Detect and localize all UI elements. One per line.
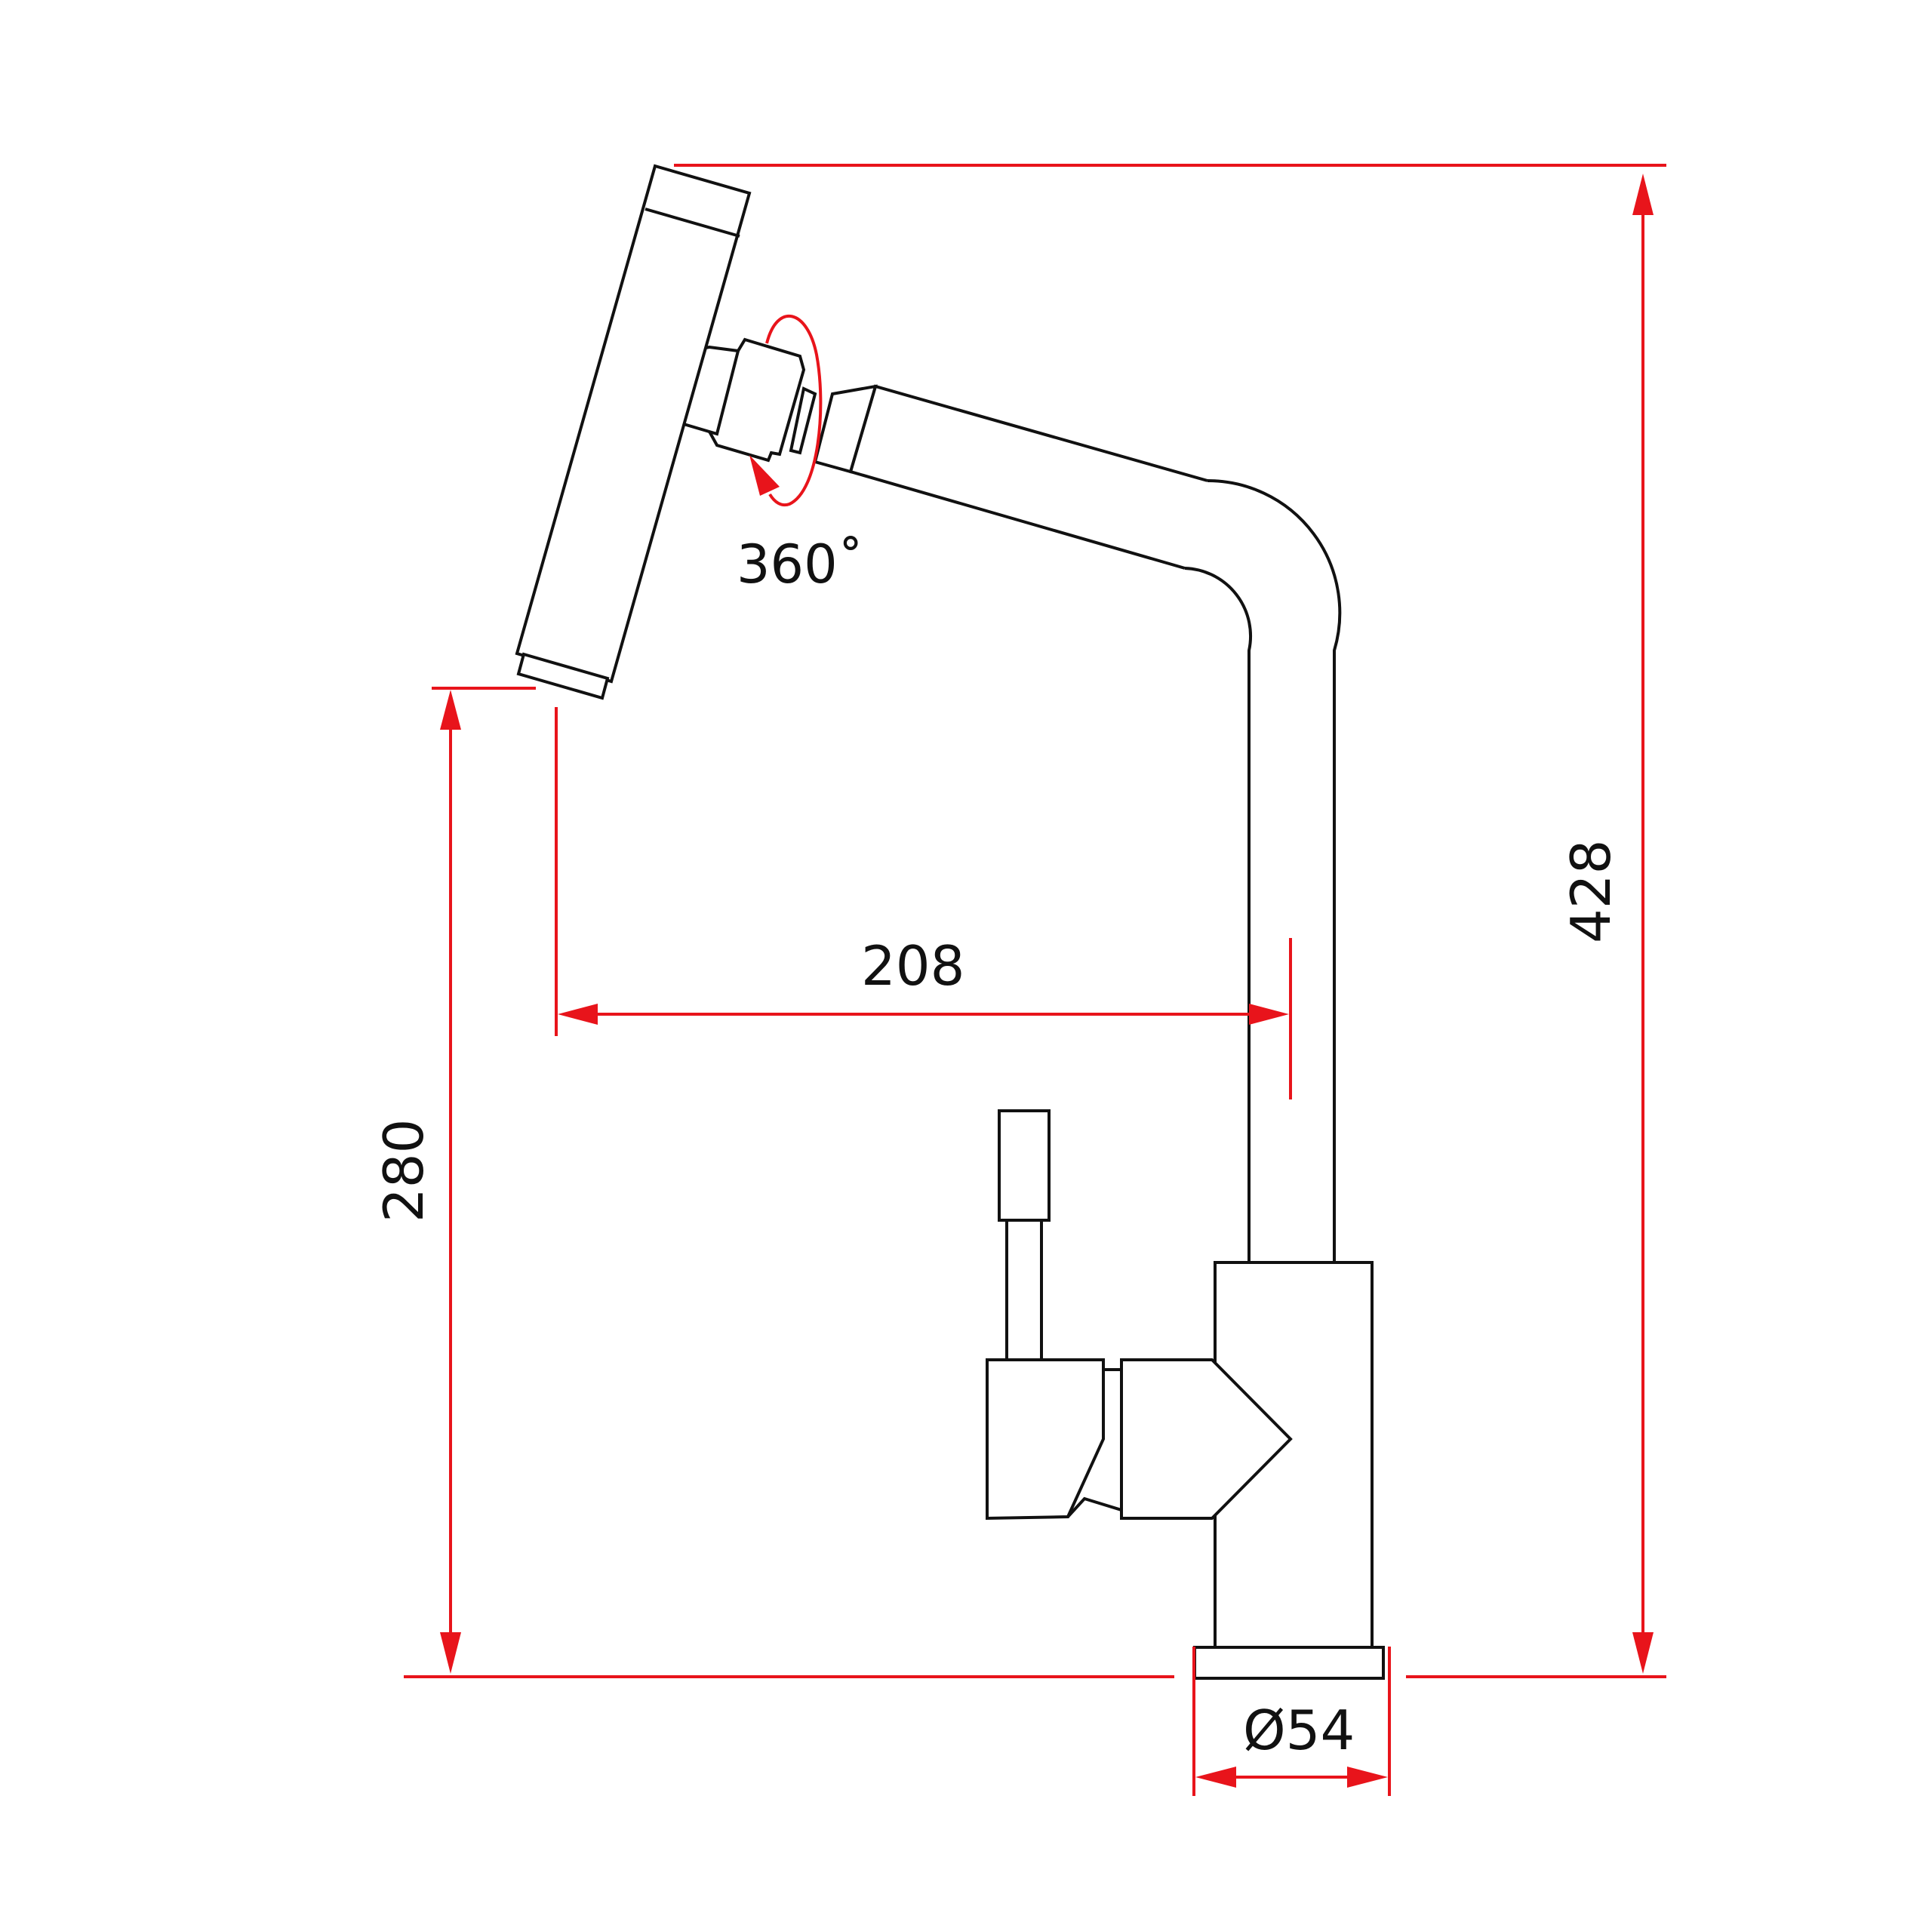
valve-housing	[1120, 1358, 1293, 1520]
coupling-middle	[789, 386, 817, 455]
spout-height-arrow-top	[440, 690, 461, 730]
base-diameter-label: Ø54	[1243, 1699, 1355, 1762]
diameter-arrow-right	[1347, 1767, 1388, 1788]
lever-cap	[998, 1109, 1051, 1222]
faucet-outline	[515, 164, 1385, 1680]
total-height-arrow-top	[1632, 174, 1654, 215]
diameter-arrow-left	[1195, 1767, 1236, 1788]
spout-height-arrow-bottom	[440, 1632, 461, 1674]
total-height-arrow-bottom	[1632, 1632, 1654, 1674]
spout-arm	[848, 384, 1208, 570]
spout-height-label: 280	[372, 1119, 435, 1222]
rotation-arrow-head	[749, 455, 780, 496]
base-plate	[1193, 1646, 1385, 1680]
dimension-lines	[404, 164, 1666, 1796]
rotation-label: 360˚	[737, 534, 864, 595]
total-height-label: 428	[1559, 840, 1623, 943]
lever-block	[986, 1358, 1105, 1521]
faucet-neck	[1184, 478, 1342, 1262]
reach-arrow-left	[558, 1004, 598, 1025]
lever-stem	[1005, 1219, 1043, 1361]
rotation-arc	[765, 314, 823, 507]
spray-head-nozzle	[516, 652, 610, 700]
spout-reach-label: 208	[861, 934, 964, 998]
dimension-arrowheads	[440, 174, 1654, 1788]
reach-arrow-right	[1249, 1004, 1289, 1025]
spray-head-cap-line	[645, 208, 740, 238]
spray-head	[515, 164, 752, 684]
coupling-left	[813, 384, 878, 474]
